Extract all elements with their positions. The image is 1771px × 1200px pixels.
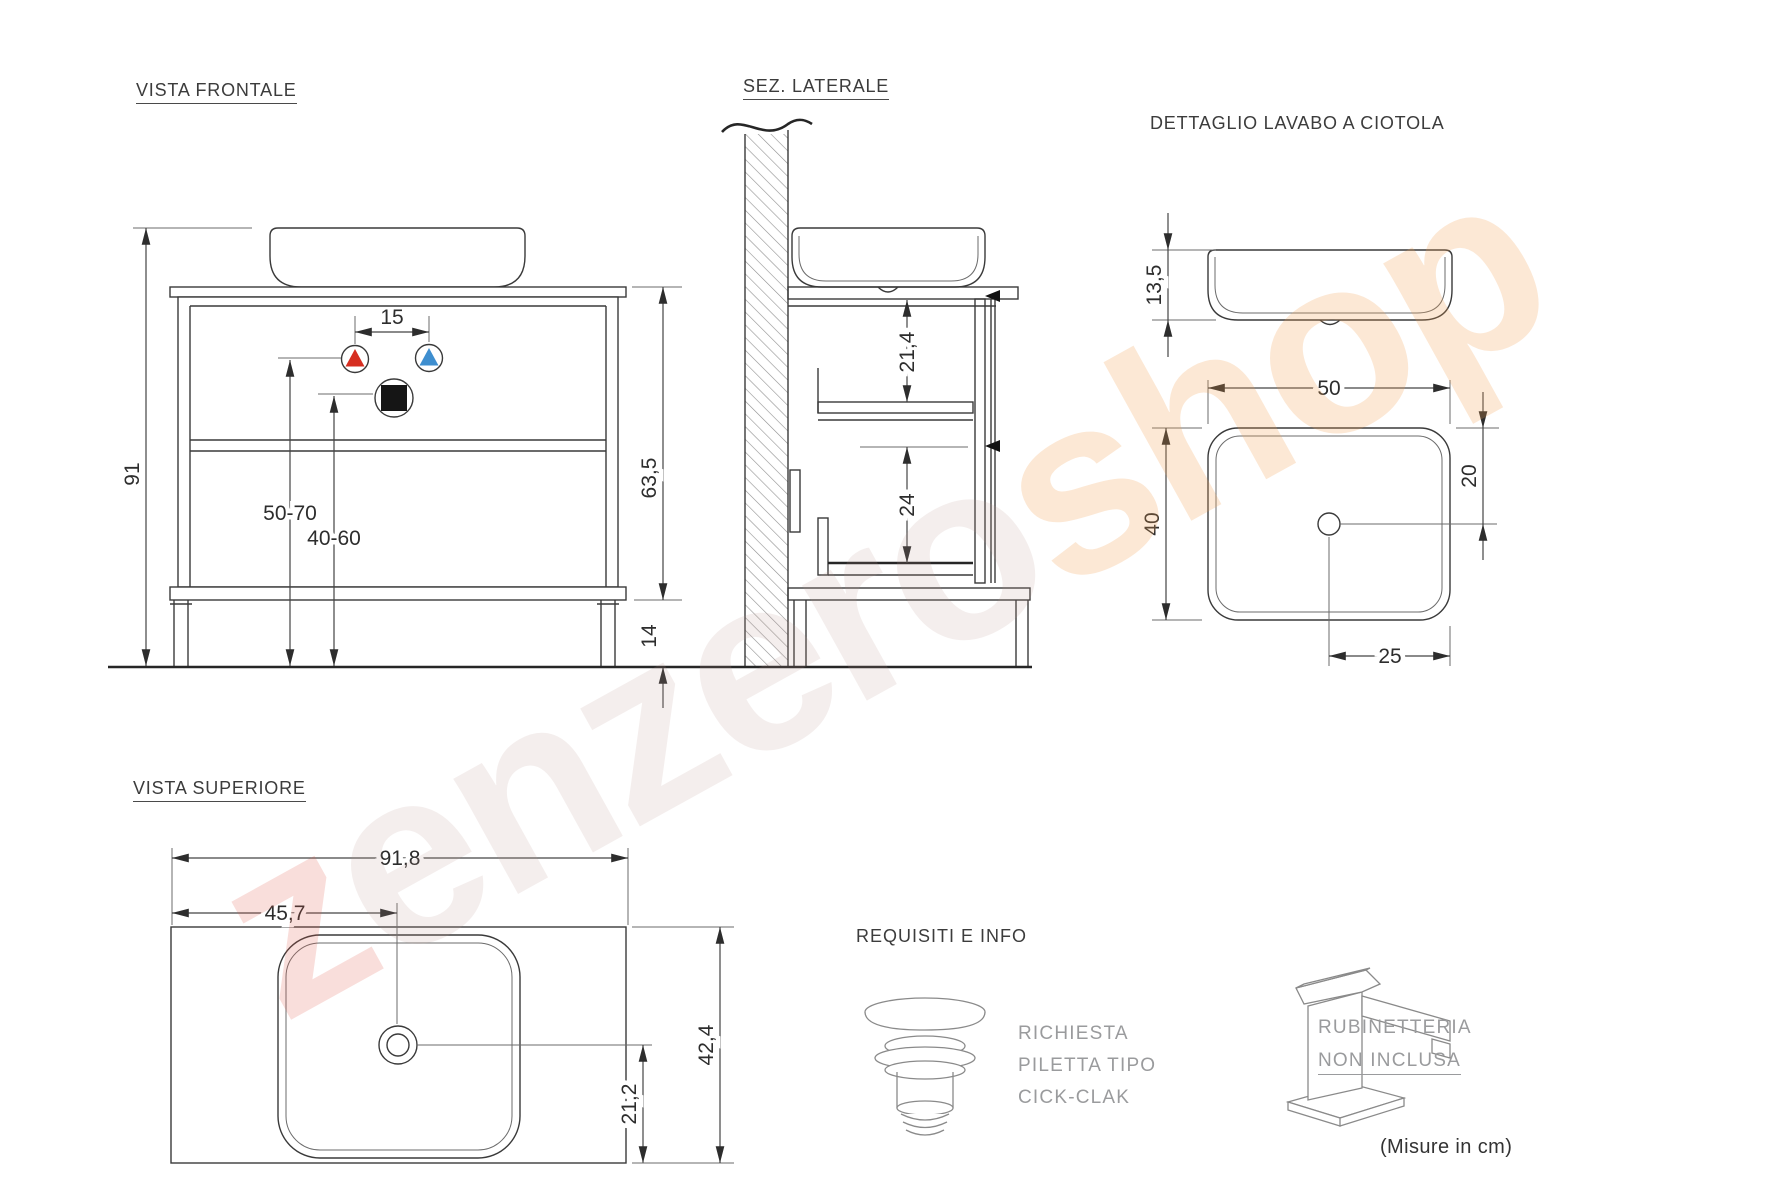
wall-hatch [745, 134, 788, 667]
dim-top-drawer: 21,4 [892, 300, 924, 402]
faucet-note-line1: RUBINETTERIA [1318, 1017, 1472, 1038]
front-view: 15 91 63,5 14 50 [117, 227, 682, 708]
front-countertop [169, 286, 627, 298]
dim-drain-from-back: 20 [1454, 392, 1499, 560]
faucet-note-line2: NON INCLUSA [1318, 1048, 1462, 1075]
side-drawer2-wall [817, 517, 829, 576]
basin-detail-view: 13,5 50 40 [1137, 213, 1499, 673]
dim-label: 40 [1141, 512, 1164, 535]
side-section-title: SEZ. LATERALE [743, 76, 890, 100]
side-section-view: 21,4 24 [721, 118, 1031, 667]
dim-label: 40-60 [307, 527, 361, 550]
cold-water-triangle [419, 348, 439, 366]
clickclack-drain-icon [864, 997, 986, 1136]
dim-water-supply-height: 50-70 [259, 357, 341, 666]
front-legs [170, 600, 619, 666]
dim-drain-from-front: 21,2 [614, 1045, 648, 1163]
dim-basin-height: 13,5 [1139, 213, 1216, 357]
wall-break-line [721, 118, 813, 133]
dim-cabinet-height: 63,5 [632, 286, 682, 601]
drain-outlet-square [381, 385, 407, 411]
dim-label: 13,5 [1143, 265, 1166, 306]
hot-water-triangle [345, 349, 365, 367]
dim-label: 25 [1378, 645, 1401, 668]
top-drain-inner [386, 1033, 410, 1057]
dim-label: 24 [896, 493, 919, 517]
dim-counter-depth: 42,4 [632, 926, 734, 1164]
drain-outlet-icon [374, 378, 414, 418]
dim-label: 91,8 [380, 847, 421, 870]
dim-label: 91 [121, 462, 144, 485]
dim-label: 21,4 [896, 331, 919, 372]
info-section-title: REQUISITI E INFO [856, 926, 1028, 946]
side-bottom-slab [787, 587, 1031, 601]
dim-drain-from-left: 45,7 [172, 898, 398, 1024]
dim-label: 14 [638, 624, 661, 648]
side-drawer-fronts [974, 298, 986, 584]
dim-drain-outlet-height: 40-60 [303, 393, 373, 666]
drain-note-line2: PILETTA TIPO [1018, 1055, 1157, 1076]
units-note: (Misure in cm) [1380, 1136, 1513, 1158]
basin-detail-title: DETTAGLIO LAVABO A CIOTOLA [1150, 113, 1445, 133]
dim-tap-distance: 15 [354, 306, 430, 344]
dim-label: 45,7 [265, 902, 306, 925]
dim-total-height: 91 [117, 227, 252, 666]
dim-basin-depth: 40 [1137, 427, 1202, 621]
section-cut-mark-mid [985, 440, 1000, 452]
hot-water-icon [340, 344, 370, 374]
dim-label: 63,5 [638, 458, 661, 499]
side-drawer1-bottom [817, 401, 974, 414]
dim-label: 20 [1458, 464, 1481, 487]
front-view-title: VISTA FRONTALE [136, 80, 297, 104]
front-basin [269, 227, 526, 288]
faucet-note: RUBINETTERIA NON INCLUSA [1318, 1012, 1472, 1077]
drain-requirement-note: RICHIESTA PILETTA TIPO CICK-CLAK [1018, 1018, 1156, 1114]
dim-counter-width: 91,8 [171, 843, 629, 925]
front-bottom-rail [169, 586, 627, 601]
dim-bottom-drawer: 24 [860, 446, 968, 563]
dim-label: 50-70 [263, 502, 317, 525]
detail-basin-profile [1207, 249, 1453, 321]
faucet-icon [1285, 967, 1451, 1127]
side-countertop [787, 286, 1019, 300]
dim-label: 42,4 [695, 1024, 718, 1065]
dim-basin-width: 50 [1207, 373, 1451, 424]
side-basin [791, 227, 986, 288]
front-cabinet [177, 296, 619, 588]
dim-legs-height: 14 [634, 620, 668, 708]
detail-drain-hole [1317, 512, 1341, 536]
top-view: 91,8 45,7 21,2 42,4 [170, 843, 734, 1164]
cold-water-icon [414, 343, 444, 373]
side-legs [793, 600, 1029, 666]
dim-label: 21,2 [618, 1084, 641, 1125]
dim-drain-from-side: 25 [1328, 537, 1451, 673]
dim-label: 15 [380, 306, 403, 329]
drain-note-line3: CICK-CLAK [1018, 1087, 1131, 1108]
side-drawer2-back [789, 469, 801, 533]
section-cut-mark-top [985, 290, 1000, 302]
dim-label: 50 [1317, 377, 1340, 400]
top-view-title: VISTA SUPERIORE [133, 778, 306, 802]
drain-note-line1: RICHIESTA [1018, 1023, 1129, 1044]
